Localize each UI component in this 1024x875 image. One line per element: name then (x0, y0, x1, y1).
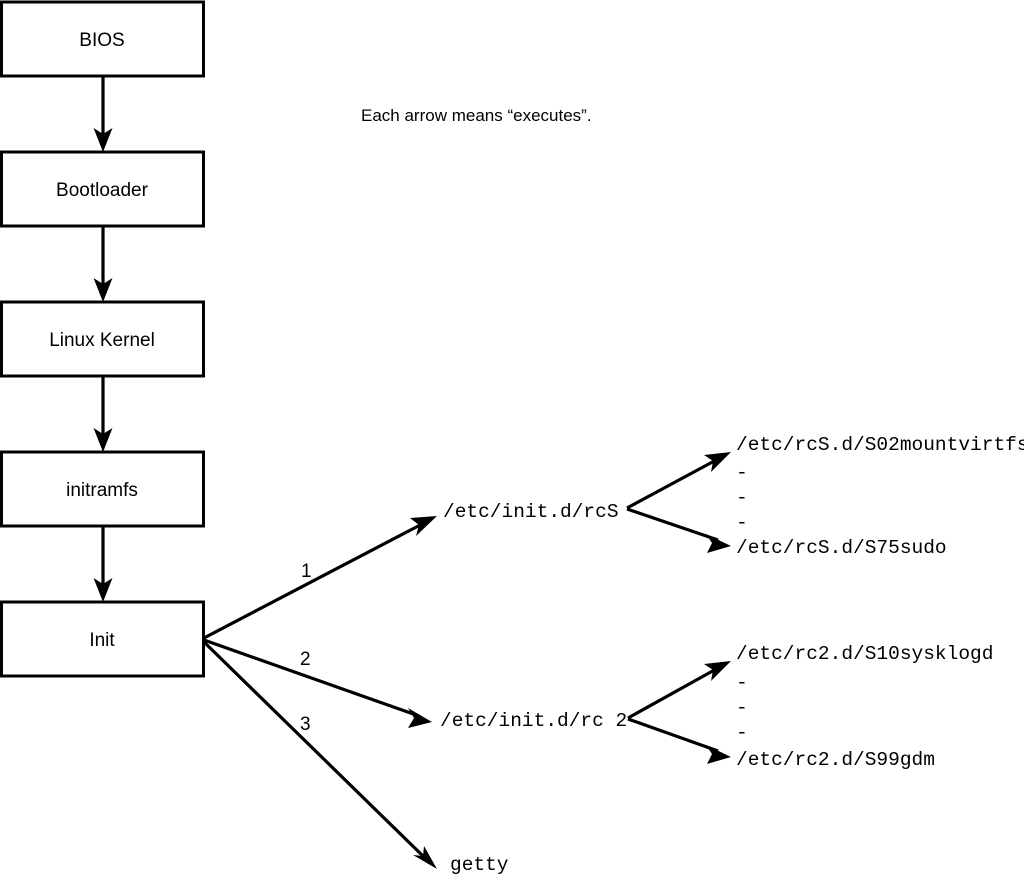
rcs-ellipsis-dash: - (736, 462, 748, 484)
arrow-rc2-to-first-script (627, 661, 731, 720)
arrow-init-branch-1 (203, 516, 437, 640)
arrowhead (706, 534, 731, 553)
arrow-rcs-to-last-script (626, 507, 731, 553)
rc2-ellipsis-dash: - (736, 697, 748, 719)
branch-number-3: 3 (300, 714, 311, 735)
node-label: Init (89, 630, 115, 651)
arrowhead (408, 708, 432, 728)
arrowhead (413, 846, 437, 869)
node-label: initramfs (66, 480, 138, 501)
branch-target-rcs[interactable]: /etc/init.d/rcS (443, 501, 619, 523)
arrow-init-branch-3 (202, 640, 437, 869)
arrowhead (704, 452, 731, 472)
node-box-rect (0, 600, 205, 678)
arrow-rcs-to-first-script (626, 452, 731, 510)
node-initramfs[interactable]: initramfs (0, 450, 205, 528)
node-label: BIOS (79, 30, 124, 51)
rcs-script-last[interactable]: /etc/rcS.d/S75sudo (736, 537, 947, 559)
rcs-ellipsis-dash: - (736, 512, 748, 534)
rc2-ellipsis-dash: - (736, 722, 748, 744)
arrow-init-branch-2 (203, 638, 432, 728)
node-bootloader[interactable]: Bootloader (0, 150, 205, 228)
arrowhead (93, 428, 113, 452)
node-label: Linux Kernel (49, 330, 155, 351)
node-bios[interactable]: BIOS (0, 0, 205, 78)
rc2-script-first[interactable]: /etc/rc2.d/S10sysklogd (736, 643, 993, 665)
node-linux-kernel[interactable]: Linux Kernel (0, 300, 205, 378)
arrowhead (410, 516, 437, 536)
arrow-rc2-to-last-script (627, 717, 731, 764)
arrowhead (704, 661, 731, 681)
branch-number-1: 1 (301, 561, 312, 582)
rc2-script-last[interactable]: /etc/rc2.d/S99gdm (736, 749, 935, 771)
node-box-rect (0, 0, 205, 78)
arrowhead (93, 278, 113, 302)
arrow-bios-to-bootloader (93, 76, 113, 152)
node-label: Bootloader (56, 180, 149, 201)
branch-target-rc2[interactable]: /etc/init.d/rc 2 (440, 710, 627, 732)
arrowhead (93, 128, 113, 152)
rc2-ellipsis-dash: - (736, 672, 748, 694)
rcs-ellipsis-dash: - (736, 487, 748, 509)
node-box-rect (0, 450, 205, 528)
node-init[interactable]: Init (0, 600, 205, 678)
branch-target-getty[interactable]: getty (450, 854, 509, 875)
arrow-bootloader-to-kernel (93, 226, 113, 302)
rcs-script-first[interactable]: /etc/rcS.d/S02mountvirtfs (736, 434, 1024, 456)
arrow-kernel-to-initramfs (93, 376, 113, 452)
node-box-rect (0, 150, 205, 228)
arrowhead (706, 745, 731, 764)
arrow-initramfs-to-init (93, 526, 113, 602)
legend-note: Each arrow means “executes”. (361, 106, 592, 125)
branch-number-2: 2 (300, 649, 311, 670)
arrowhead (93, 578, 113, 602)
